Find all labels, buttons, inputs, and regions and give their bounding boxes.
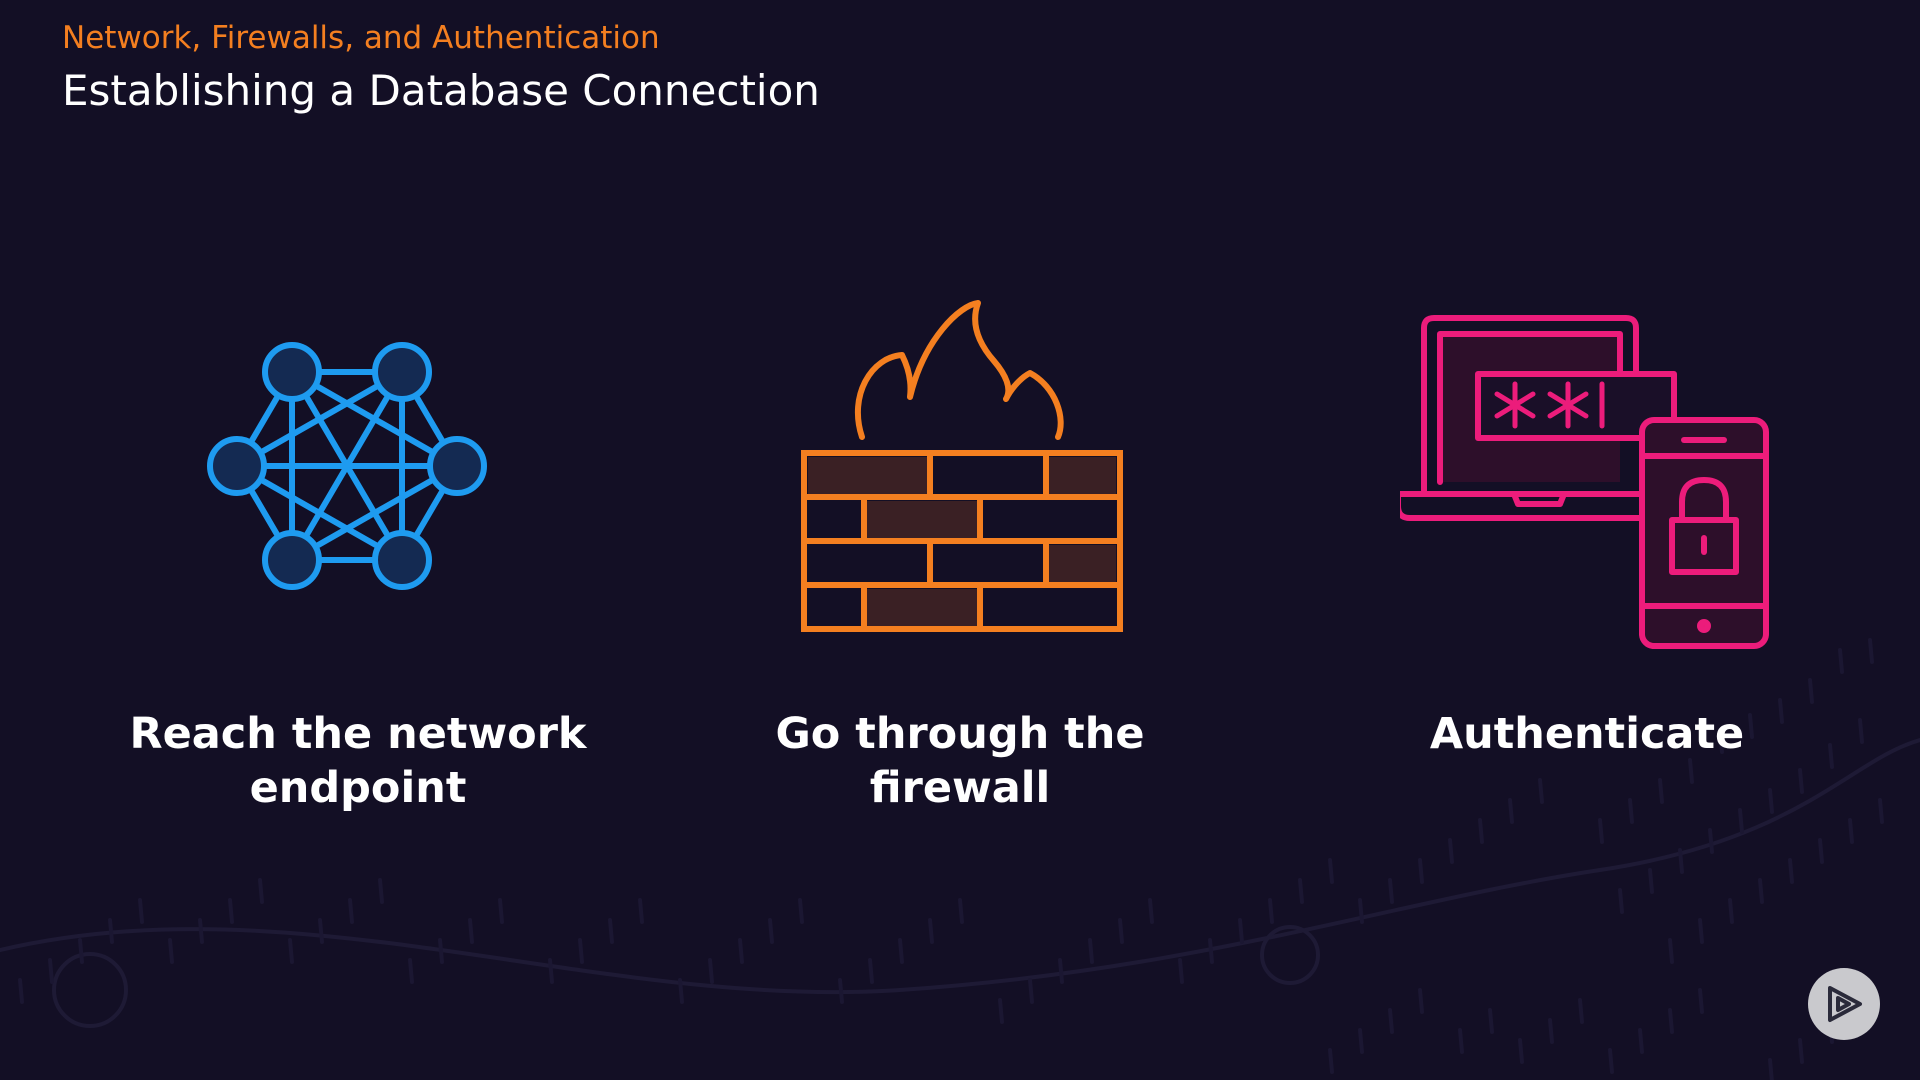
play-logo-icon[interactable]: [1808, 968, 1880, 1040]
page-title: Establishing a Database Connection: [62, 66, 820, 115]
firewall-icon: [790, 295, 1130, 635]
step-label-authenticate: Authenticate: [1429, 709, 1745, 759]
network-nodes-icon: [200, 330, 500, 600]
step-label-firewall: Go through the firewall: [775, 709, 1145, 813]
authentication-devices-icon: [1395, 310, 1780, 650]
section-eyebrow: Network, Firewalls, and Authentication: [62, 20, 660, 56]
step-label-network: Reach the network endpoint: [129, 709, 587, 813]
